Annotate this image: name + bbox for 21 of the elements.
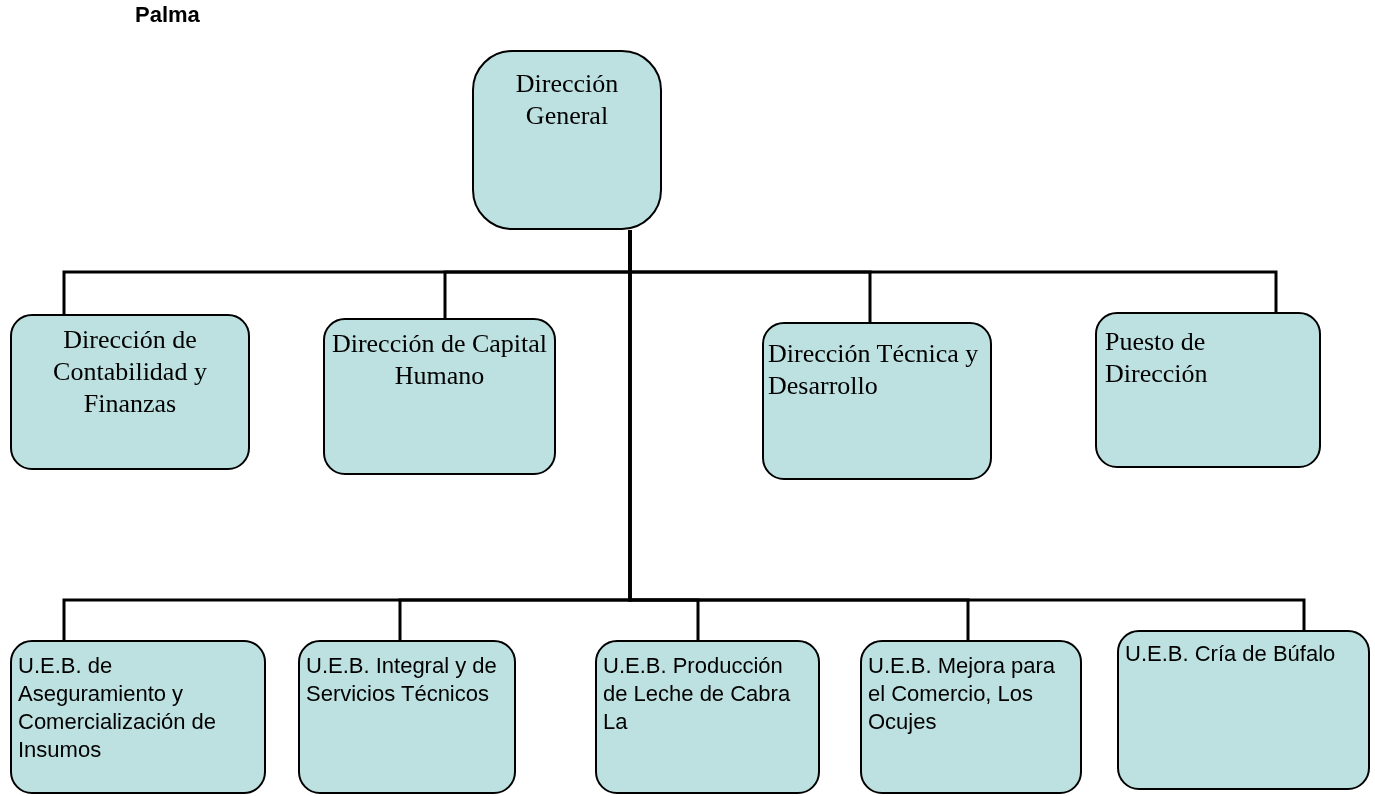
org-box <box>595 640 820 794</box>
heading-text: Palma <box>135 2 200 28</box>
org-box <box>860 640 1082 794</box>
org-box <box>323 318 556 475</box>
org-box <box>1117 630 1370 790</box>
org-box <box>762 322 992 480</box>
box-label: U.E.B. de Aseguramiento y Comercialización de Insumos <box>18 652 218 764</box>
org-box <box>1095 312 1321 468</box>
org-box <box>472 50 662 230</box>
box-label: Dirección General <box>514 68 620 132</box>
org-box <box>10 640 266 794</box>
org-box <box>298 640 516 794</box>
box-label: Dirección de Contabilidad y Finanzas <box>52 324 208 420</box>
box-label: U.E.B. Mejora para el Comercio, Los Ocujes <box>868 652 1057 736</box>
box-label: Dirección de Capital Humano <box>331 328 548 392</box>
box-label: Puesto de Dirección <box>1105 326 1209 390</box>
box-label: Dirección Técnica y Desarrollo <box>768 338 980 402</box>
box-label: U.E.B. Integral y de Servicios Técnicos <box>306 652 498 708</box>
org-box <box>10 314 250 470</box>
box-label: U.E.B. Producción de Leche de Cabra La <box>603 652 792 736</box>
box-label: U.E.B. Cría de Búfalo <box>1125 640 1337 668</box>
